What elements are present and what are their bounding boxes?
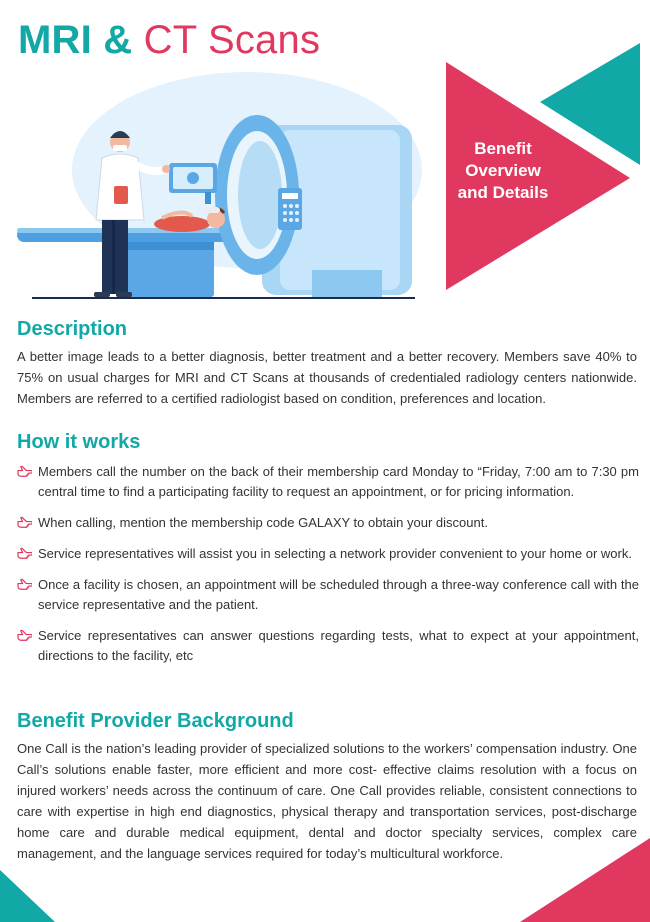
title-part-mri: MRI & bbox=[18, 18, 133, 62]
corner-triangles-right bbox=[520, 838, 650, 922]
mri-illustration bbox=[17, 72, 422, 299]
description-text: A better image leads to a better diagnos… bbox=[17, 349, 637, 406]
pointing-hand-icon bbox=[17, 465, 32, 477]
corner-triangle-left bbox=[0, 870, 55, 922]
list-item: Members call the number on the back of t… bbox=[17, 462, 639, 502]
list-item-text: Once a facility is chosen, an appointmen… bbox=[38, 577, 639, 612]
list-item-text: When calling, mention the membership cod… bbox=[38, 515, 488, 530]
pointing-hand-icon bbox=[17, 578, 32, 590]
page-title: MRI & CT Scans bbox=[18, 18, 320, 63]
background-heading: Benefit Provider Background bbox=[17, 710, 294, 732]
list-item-text: Service representatives can answer quest… bbox=[38, 628, 639, 663]
background-text: One Call is the nation’s leading provide… bbox=[17, 741, 637, 861]
pointing-hand-icon bbox=[17, 547, 32, 559]
benefit-label-line3: and Details bbox=[457, 183, 549, 202]
benefit-overview-badge: Benefit Overview and Details bbox=[448, 138, 558, 204]
title-part-ct: CT Scans bbox=[143, 18, 321, 62]
how-it-works-heading: How it works bbox=[17, 431, 141, 453]
pointing-hand-icon bbox=[17, 516, 32, 528]
pointing-hand-icon bbox=[17, 629, 32, 641]
decorative-triangles bbox=[446, 43, 640, 290]
benefit-label-line1: Benefit bbox=[474, 139, 532, 158]
how-it-works-list: Members call the number on the back of t… bbox=[17, 462, 639, 666]
list-item: Service representatives can answer quest… bbox=[17, 626, 639, 666]
benefit-label-line2: Overview bbox=[465, 161, 541, 180]
list-item: Service representatives will assist you … bbox=[17, 544, 639, 564]
list-item: Once a facility is chosen, an appointmen… bbox=[17, 575, 639, 615]
list-item-text: Service representatives will assist you … bbox=[38, 546, 632, 561]
list-item-text: Members call the number on the back of t… bbox=[38, 464, 639, 499]
list-item: When calling, mention the membership cod… bbox=[17, 513, 639, 533]
description-heading: Description bbox=[17, 318, 128, 340]
